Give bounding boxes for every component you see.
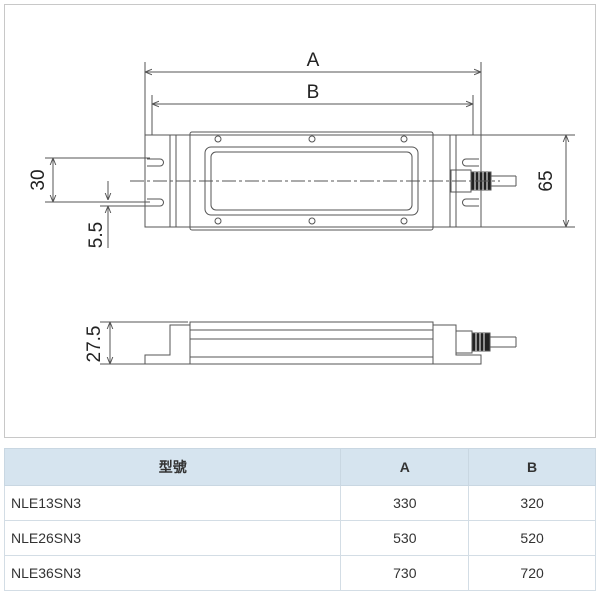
cell-b: 320 — [468, 485, 596, 521]
dim-a-label: A — [307, 50, 320, 71]
dim-5-5-label: 5.5 — [86, 222, 107, 248]
table-row: NLE26SN3 530 520 — [3, 520, 596, 556]
dim-65-label: 65 — [536, 170, 557, 191]
cell-a: 530 — [340, 520, 470, 556]
technical-drawing: A B 30 5.5 65 27.5 — [28, 50, 575, 365]
dim-30-label: 30 — [28, 169, 49, 190]
cell-model: NLE13SN3 — [3, 485, 342, 521]
table-row: NLE13SN3 330 320 — [3, 485, 596, 521]
side-connector-body — [455, 330, 473, 354]
dim-27-5-label: 27.5 — [84, 326, 105, 363]
cell-model: NLE36SN3 — [3, 555, 342, 591]
header-model: 型號 — [3, 448, 342, 486]
table-row: NLE36SN3 730 720 — [3, 555, 596, 591]
cell-a: 330 — [340, 485, 470, 521]
cell-b: 520 — [468, 520, 596, 556]
cell-b: 720 — [468, 555, 596, 591]
dim-b-label: B — [307, 82, 320, 103]
header-a: A — [340, 448, 470, 486]
header-b: B — [468, 448, 596, 486]
cell-a: 730 — [340, 555, 470, 591]
spec-table: 型號 A B NLE13SN3 330 320 NLE26SN3 530 520… — [3, 448, 596, 591]
side-view — [144, 321, 517, 365]
side-view-outline — [144, 321, 482, 365]
table-header-row: 型號 A B — [3, 448, 596, 486]
side-connector-nut — [471, 332, 491, 352]
cell-model: NLE26SN3 — [3, 520, 342, 556]
drawing-frame — [4, 4, 596, 438]
